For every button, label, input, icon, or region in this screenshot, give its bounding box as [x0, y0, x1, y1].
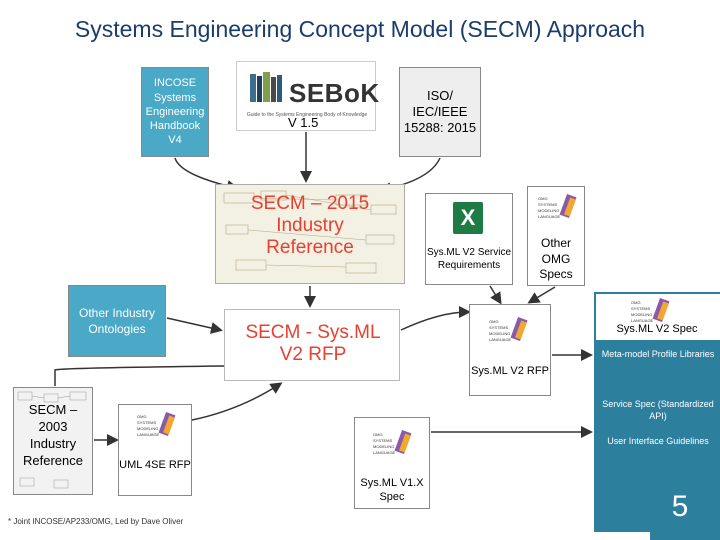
secm-2015-subtitle-2: Reference: [266, 236, 354, 258]
svg-text:MODELING: MODELING: [137, 426, 158, 431]
svg-text:OMG: OMG: [631, 300, 641, 305]
svg-text:SYSTEMS: SYSTEMS: [631, 306, 650, 311]
svg-text:OMG: OMG: [137, 414, 147, 419]
other-ontologies-label: Other Industry Ontologies: [78, 305, 156, 336]
sebok-version: V 1.5: [288, 115, 319, 130]
iso-15288-node: ISO/ IEC/IEEE 15288: 2015: [399, 67, 481, 157]
secm-2003-node: SECM – 2003 Industry Reference: [13, 387, 93, 495]
sysml-v2-rfp-node: [469, 304, 551, 396]
secm-2003-title: SECM –: [28, 402, 78, 417]
svg-text:SYSTEMS: SYSTEMS: [489, 325, 508, 330]
svg-text:MODELING: MODELING: [538, 208, 559, 213]
arrow-secmrfp-to-sysmlrfp: [400, 306, 471, 331]
svg-text:OMG: OMG: [489, 319, 499, 324]
secm-sysml-v2-rfp-node: SECM - Sys.ML V2 RFP: [224, 309, 400, 381]
svg-text:LANGUAGE: LANGUAGE: [137, 432, 160, 437]
sysml-v2-spec-label: Sys.ML V2 Spec: [616, 323, 698, 335]
svg-text:OMG: OMG: [538, 196, 548, 201]
sebok-books-icon: [250, 72, 282, 102]
svg-text:LANGUAGE: LANGUAGE: [489, 337, 512, 342]
arrow-omg-to-sysmlrfp: [527, 286, 556, 304]
secm-2015-background-diagram: [223, 190, 397, 274]
secm-2015-subtitle-1: Industry: [276, 214, 344, 236]
iso-label: ISO/ IEC/IEEE 15288: 2015: [403, 87, 477, 136]
secm-sysml-rfp-title: SECM - Sys.ML: [245, 322, 381, 343]
arrow-secm2003-to-secmrfp: [54, 365, 225, 386]
arrow-excel-to-sysmlrfp: [489, 285, 502, 305]
svg-text:SYSTEMS: SYSTEMS: [538, 202, 557, 207]
secm-sysml-rfp-subtitle: V2 RFP: [279, 343, 347, 365]
svg-text:OMG: OMG: [373, 432, 383, 437]
secm-2003-sub2: Reference: [23, 452, 83, 468]
sysml-v1x-spec-node: [354, 417, 430, 509]
sysml-v2-rfp-label: Sys.ML V2 RFP: [471, 365, 549, 377]
meta-model-item: Meta-model Profile Libraries: [601, 349, 715, 359]
svg-text:LANGUAGE: LANGUAGE: [373, 450, 396, 455]
page-number-background: [650, 478, 720, 540]
svg-text:MODELING: MODELING: [373, 444, 394, 449]
arrow-ontologies-to-secmrfp: [166, 317, 223, 334]
incose-label: INCOSE Systems Engineering Handbook V4: [145, 77, 205, 147]
svg-text:SYSTEMS: SYSTEMS: [137, 420, 156, 425]
svg-text:LANGUAGE: LANGUAGE: [631, 318, 654, 323]
other-omg-specs-label: Other OMG Specs: [539, 236, 573, 282]
svg-text:MODELING: MODELING: [489, 331, 510, 336]
svg-text:MODELING: MODELING: [631, 312, 652, 317]
incose-handbook-node: INCOSE Systems Engineering Handbook V4: [141, 67, 209, 157]
secm-2003-sub1: Industry: [29, 435, 77, 451]
secm-2015-node: SECM – 2015 Industry Reference: [215, 184, 405, 284]
svg-text:SYSTEMS: SYSTEMS: [373, 438, 392, 443]
other-omg-specs-node: [527, 186, 585, 286]
secm-2003-year: 2003: [38, 418, 68, 434]
sebok-subtitle: Guide to the Systems Engineering Body of…: [246, 112, 368, 118]
footnote: * Joint INCOSE/AP233/OMG, Led by Dave Ol…: [8, 517, 184, 526]
secm-2003-background-diagram: [17, 391, 87, 489]
uml-4se-rfp-node: [118, 404, 192, 496]
sysml-v1x-spec-label: Sys.ML V1.X Spec: [360, 477, 424, 504]
svg-text:LANGUAGE: LANGUAGE: [538, 214, 561, 219]
uml-4se-rfp-label: UML 4SE RFP: [119, 459, 191, 471]
arrow-uml-to-secmrfp: [191, 382, 283, 421]
sebok-node: SEBoK Guide to the Systems Engineering B…: [236, 61, 379, 131]
sebok-logo: SEBoK: [289, 78, 380, 108]
service-spec-item: Service Spec (Standardized API): [602, 399, 714, 422]
page-number: 5: [671, 490, 689, 523]
sysml-service-requirements-label: Sys.ML V2 Service Requirements: [426, 247, 512, 271]
ui-guidelines-item: User Interface Guidelines: [607, 436, 709, 446]
page-title: Systems Engineering Concept Model (SECM)…: [74, 16, 646, 42]
excel-icon: X: [453, 202, 483, 234]
secm-2015-title: SECM – 2015: [250, 193, 370, 214]
other-industry-ontologies-node: Other Industry Ontologies: [68, 285, 166, 357]
